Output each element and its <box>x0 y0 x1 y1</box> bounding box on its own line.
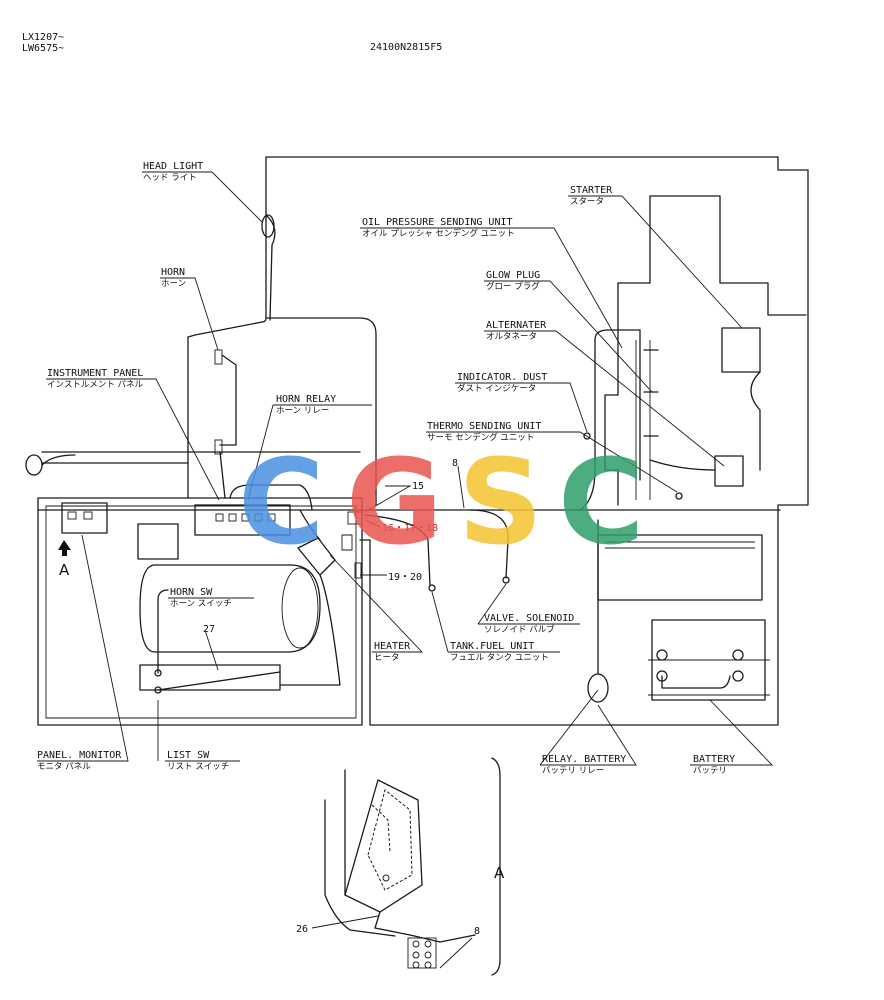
drawing-number: 24100N2815F5 <box>370 42 442 53</box>
svg-text:HORN SW: HORN SW <box>170 587 213 598</box>
callout-numbers: 8 15 16・17・18 19・20 27 26 8 A A <box>59 458 505 937</box>
label-horn-sw: HORN SW ホーン スイッチ <box>170 587 232 609</box>
callout-16-17-18: 16・17・18 <box>382 523 438 534</box>
label-valve-solenoid: VALVE. SOLENOID ソレノイド バルブ <box>484 613 574 635</box>
svg-text:ヘッド ライト: ヘッド ライト <box>143 173 197 183</box>
svg-text:モニタ パネル: モニタ パネル <box>37 762 91 772</box>
svg-text:HORN: HORN <box>161 267 185 278</box>
detail-view-a <box>311 757 501 976</box>
model-line-1: LX1207~ <box>22 32 64 43</box>
svg-text:ALTERNATER: ALTERNATER <box>486 320 547 331</box>
svg-text:TANK.FUEL UNIT: TANK.FUEL UNIT <box>450 641 534 652</box>
view-title-a: A <box>494 864 505 882</box>
svg-text:バッテリ リレー: バッテリ リレー <box>542 766 604 776</box>
leader-lines <box>37 171 774 766</box>
svg-text:HORN RELAY: HORN RELAY <box>276 394 336 405</box>
svg-text:RELAY. BATTERY: RELAY. BATTERY <box>542 754 626 765</box>
machine-outline <box>37 156 809 726</box>
label-alternater: ALTERNATER オルタネータ <box>486 320 547 342</box>
label-thermo-sending: THERMO SENDING UNIT サーモ センデング ユニット <box>427 421 541 443</box>
svg-text:ダスト インジケータ: ダスト インジケータ <box>457 383 536 394</box>
label-battery: BATTERY バッテリ <box>693 754 735 776</box>
callout-8-top: 8 <box>452 458 458 469</box>
callout-8-bottom: 8 <box>474 926 480 937</box>
callout-27: 27 <box>203 624 215 635</box>
label-instrument-panel: INSTRUMENT PANEL インストルメント パネル <box>47 368 144 390</box>
svg-text:オルタネータ: オルタネータ <box>486 332 537 342</box>
label-indicator-dust: INDICATOR. DUST ダスト インジケータ <box>457 372 547 394</box>
label-list-sw: LIST SW リスト スイッチ <box>167 750 229 772</box>
svg-text:スタータ: スタータ <box>570 197 604 207</box>
svg-text:HEATER: HEATER <box>374 641 411 652</box>
svg-text:ホーン リレー: ホーン リレー <box>276 406 329 416</box>
svg-text:LIST SW: LIST SW <box>167 750 210 761</box>
component-labels: HEAD LIGHT ヘッド ライト HORN ホーン INSTRUMENT P… <box>37 161 735 776</box>
svg-text:BATTERY: BATTERY <box>693 754 735 765</box>
svg-text:サーモ センデング ユニット: サーモ センデング ユニット <box>427 432 534 443</box>
svg-text:ヒータ: ヒータ <box>374 653 400 663</box>
svg-text:VALVE. SOLENOID: VALVE. SOLENOID <box>484 613 574 624</box>
svg-text:ソレノイド バルブ: ソレノイド バルブ <box>484 624 555 635</box>
label-tank-fuel-unit: TANK.FUEL UNIT フュエル タンク ユニット <box>450 641 549 663</box>
label-starter: STARTER スタータ <box>570 185 613 207</box>
svg-text:グロー プラグ: グロー プラグ <box>486 281 540 292</box>
watermark-letter-4: C <box>558 433 645 571</box>
svg-text:ホーン: ホーン <box>161 279 186 289</box>
model-line-2: LW6575~ <box>22 43 64 54</box>
svg-text:インストルメント パネル: インストルメント パネル <box>47 380 144 390</box>
watermark-letter-3: S <box>458 433 543 571</box>
svg-text:THERMO SENDING UNIT: THERMO SENDING UNIT <box>427 421 541 432</box>
svg-text:INSTRUMENT PANEL: INSTRUMENT PANEL <box>47 368 143 379</box>
wiring-runs <box>25 214 744 703</box>
svg-text:INDICATOR. DUST: INDICATOR. DUST <box>457 372 547 383</box>
label-oil-pressure: OIL PRESSURE SENDING UNIT オイル プレッシャ センデン… <box>362 217 515 239</box>
label-panel-monitor: PANEL. MONITOR モニタ パネル <box>37 750 122 772</box>
svg-text:PANEL. MONITOR: PANEL. MONITOR <box>37 750 122 761</box>
svg-text:フュエル タンク ユニット: フュエル タンク ユニット <box>450 653 549 663</box>
svg-text:リスト スイッチ: リスト スイッチ <box>167 762 229 772</box>
watermark-letter-1: C <box>238 433 325 571</box>
label-glow-plug: GLOW PLUG グロー プラグ <box>486 270 540 292</box>
label-head-light: HEAD LIGHT ヘッド ライト <box>143 161 203 183</box>
svg-text:GLOW PLUG: GLOW PLUG <box>486 270 540 281</box>
svg-text:HEAD LIGHT: HEAD LIGHT <box>143 161 203 172</box>
view-arrow-icon <box>58 540 71 556</box>
watermark-letter-2: G <box>346 433 443 571</box>
callout-15: 15 <box>412 481 424 492</box>
label-relay-battery: RELAY. BATTERY バッテリ リレー <box>542 754 626 776</box>
label-horn: HORN ホーン <box>161 267 186 289</box>
callout-19-20: 19・20 <box>388 572 422 583</box>
svg-text:オイル プレッシャ センデング ユニット: オイル プレッシャ センデング ユニット <box>362 228 515 239</box>
svg-text:バッテリ: バッテリ <box>693 766 727 776</box>
label-horn-relay: HORN RELAY ホーン リレー <box>276 394 336 416</box>
watermark: C G S C <box>238 433 645 571</box>
svg-text:STARTER: STARTER <box>570 185 613 196</box>
svg-text:OIL PRESSURE SENDING UNIT: OIL PRESSURE SENDING UNIT <box>362 217 513 228</box>
label-heater: HEATER ヒータ <box>374 641 411 663</box>
callout-26: 26 <box>296 924 308 935</box>
view-marker-a: A <box>59 561 70 579</box>
svg-text:ホーン スイッチ: ホーン スイッチ <box>170 599 232 609</box>
